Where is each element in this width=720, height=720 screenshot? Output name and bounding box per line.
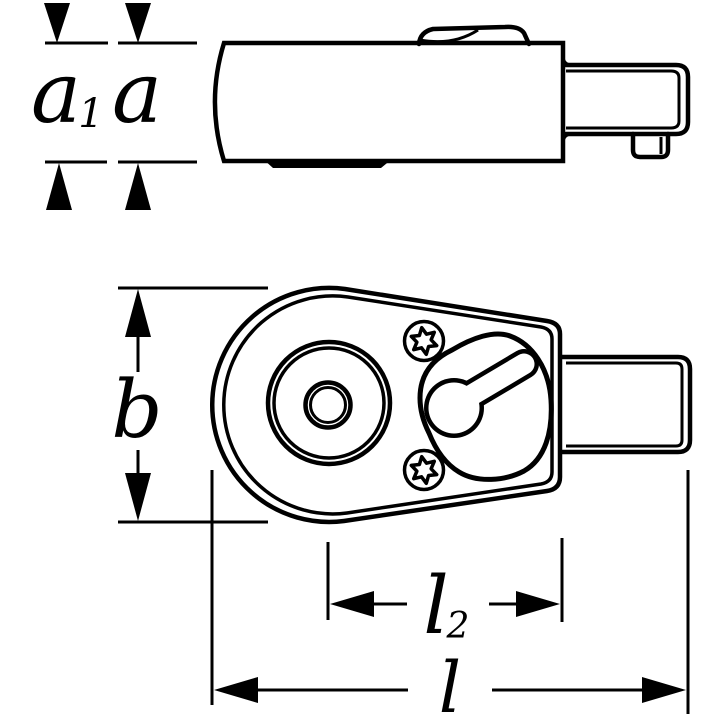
body-outline bbox=[212, 40, 566, 164]
dim-label-l2-subscript: 2 bbox=[446, 606, 470, 647]
ratchet-ring-outer bbox=[265, 339, 393, 467]
head-outer-outline bbox=[210, 285, 563, 525]
tang-bottom-fillet bbox=[561, 132, 573, 143]
dim-label-l2: l bbox=[423, 559, 449, 652]
dimension-a1: a 1 bbox=[31, 3, 108, 210]
dim-arrow-down bbox=[44, 3, 70, 43]
bottom-plate bbox=[263, 159, 392, 168]
tang-top-outline bbox=[559, 354, 693, 455]
screw-circle bbox=[402, 448, 446, 492]
torx-screw-bottom bbox=[402, 448, 446, 492]
dim-arrow-right bbox=[642, 677, 686, 703]
dim-label-a1-subscript: 1 bbox=[78, 91, 103, 137]
top-view bbox=[210, 285, 693, 525]
dimension-a: a bbox=[112, 3, 197, 210]
dim-arrow-left bbox=[330, 591, 374, 617]
dim-arrow-up bbox=[125, 289, 151, 337]
lever-bump-outline bbox=[416, 24, 532, 47]
detent-pin bbox=[630, 131, 671, 160]
dim-arrow-left bbox=[214, 677, 258, 703]
tang-side-chamfer bbox=[566, 69, 681, 130]
torx-star-icon bbox=[409, 325, 439, 357]
tang-top-chamfer bbox=[566, 361, 684, 448]
dim-label-a1: a bbox=[31, 44, 81, 142]
screw-circle bbox=[402, 319, 446, 363]
reversing-lever bbox=[417, 331, 554, 482]
tang-side-outline bbox=[563, 62, 691, 137]
hub-inner bbox=[309, 386, 347, 424]
dimension-l: l bbox=[210, 470, 690, 720]
dim-arrow-down bbox=[125, 3, 151, 43]
dim-label-l: l bbox=[439, 647, 461, 720]
dimension-b: b bbox=[111, 286, 268, 524]
torx-star-icon bbox=[409, 454, 439, 486]
head-inner-outline bbox=[222, 294, 554, 516]
dim-arrow-up bbox=[125, 163, 151, 210]
torx-screw-top bbox=[402, 319, 446, 363]
keyhole-lobe bbox=[428, 382, 480, 434]
dim-arrow-down bbox=[125, 473, 151, 521]
dim-arrow-up bbox=[46, 163, 72, 210]
hub-outer bbox=[303, 380, 353, 430]
dim-arrow-right bbox=[516, 591, 560, 617]
dimension-l2: l 2 bbox=[326, 538, 564, 652]
side-view bbox=[212, 24, 691, 168]
ratchet-ring-inner bbox=[272, 346, 386, 460]
tang-top-fillet bbox=[561, 56, 573, 67]
dim-label-a: a bbox=[112, 44, 162, 142]
dim-label-b: b bbox=[111, 363, 162, 456]
